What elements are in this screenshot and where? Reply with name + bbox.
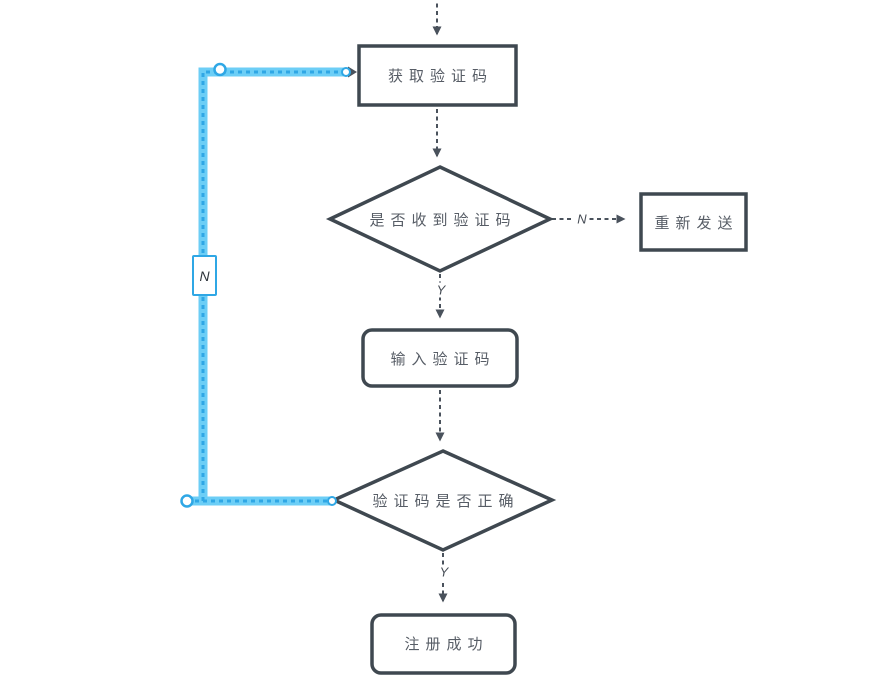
nodes [325,44,748,675]
selected-edge-endpoint-target[interactable] [341,67,351,77]
selected-edge-line[interactable] [187,70,348,503]
edge-label-correct-yes: Y [436,564,452,580]
selected-edge-arrowhead [348,66,357,78]
node-input-code-shape[interactable] [361,328,519,388]
selected-edge-handle-bottom[interactable] [180,494,194,508]
selected-edge-endpoint-source[interactable] [327,496,337,506]
edge-label-received-yes: Y [433,282,449,298]
selected-edge-label-box[interactable]: N [192,255,217,296]
node-get-code-shape[interactable] [357,44,518,107]
node-success-shape[interactable] [370,613,517,675]
selected-edge-correct-to-get-code [180,62,357,508]
node-resend-shape[interactable] [639,192,748,252]
node-correct-shape[interactable] [329,449,557,552]
selected-edge-handle-top[interactable] [213,62,227,77]
edge-label-received-no: N [574,211,590,227]
node-received-shape[interactable] [325,165,555,273]
